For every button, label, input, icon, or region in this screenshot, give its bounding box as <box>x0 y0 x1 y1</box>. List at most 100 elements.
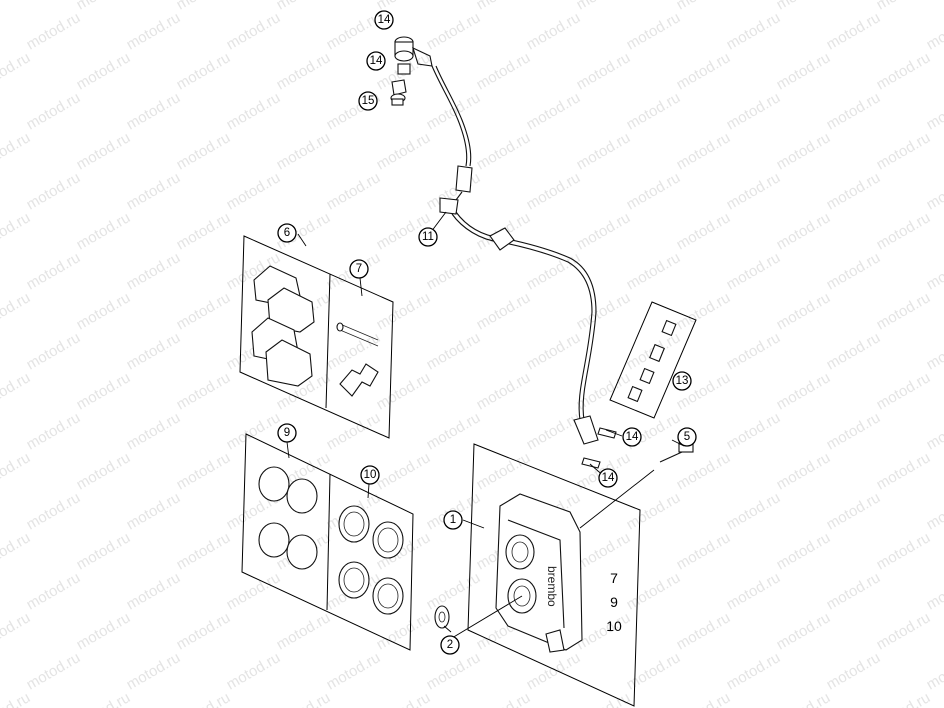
svg-text:6: 6 <box>284 227 290 239</box>
watermark-text: motod.ru <box>224 569 284 613</box>
watermark-text: motod.ru <box>574 609 634 653</box>
watermark-text: motod.ru <box>74 0 134 13</box>
watermark-text: motod.ru <box>674 529 734 573</box>
watermark-text: motod.ru <box>0 129 33 173</box>
watermark-text: motod.ru <box>124 249 184 293</box>
watermark-text: motod.ru <box>324 649 384 693</box>
watermark-text: motod.ru <box>424 329 484 373</box>
watermark-text: motod.ru <box>574 0 634 13</box>
watermark-text: motod.ru <box>874 609 934 653</box>
watermark-text: motod.ru <box>124 9 184 53</box>
watermark-text: motod.ru <box>124 329 184 373</box>
watermark-text: motod.ru <box>674 289 734 333</box>
watermark-text: motod.ru <box>24 569 84 613</box>
watermark-text: motod.ru <box>174 209 234 253</box>
watermark-text: motod.ru <box>824 649 884 693</box>
watermark-text: motod.ru <box>324 9 384 53</box>
watermark-text: motod.ru <box>0 0 33 13</box>
svg-text:14: 14 <box>602 472 615 484</box>
watermark-text: motod.ru <box>174 369 234 413</box>
watermark-text: motod.ru <box>474 49 534 93</box>
watermark-text: motod.ru <box>874 0 934 13</box>
watermark-text: motod.ru <box>24 329 84 373</box>
watermark-text: motod.ru <box>574 289 634 333</box>
watermark-text: motod.ru <box>674 129 734 173</box>
callout-6: 6 <box>277 223 297 243</box>
watermark-text: motod.ru <box>424 89 484 133</box>
callout-5: 5 <box>677 427 697 447</box>
watermark-text: motod.ru <box>74 49 134 93</box>
svg-text:14: 14 <box>626 431 639 443</box>
watermark-text: motod.ru <box>524 9 584 53</box>
watermark-text: motod.ru <box>674 689 734 708</box>
watermark-text: motod.ru <box>524 409 584 453</box>
watermark-text: motod.ru <box>0 49 33 93</box>
watermark-text: motod.ru <box>774 689 834 708</box>
watermark-text: motod.ru <box>74 689 134 708</box>
callout-14-upper-right: 14 <box>622 427 642 447</box>
watermark-text: motod.ru <box>674 49 734 93</box>
watermark-text: motod.ru <box>0 689 33 708</box>
caliper-kit-list: 7 9 10 <box>606 570 622 634</box>
watermark-text: motod.ru <box>574 209 634 253</box>
watermark-text: motod.ru <box>924 249 944 293</box>
svg-text:10: 10 <box>364 469 377 481</box>
callout-1: 1 <box>443 510 463 530</box>
watermark-text: motod.ru <box>624 649 684 693</box>
watermark-text: motod.ru <box>374 369 434 413</box>
watermark-text: motod.ru <box>424 569 484 613</box>
watermark-text: motod.ru <box>174 0 234 13</box>
watermark-text: motod.ru <box>774 609 834 653</box>
watermark-text: motod.ru <box>924 9 944 53</box>
watermark-text: motod.ru <box>774 129 834 173</box>
watermark-text: motod.ru <box>474 0 534 13</box>
watermark-text: motod.ru <box>724 649 784 693</box>
watermark-text: motod.ru <box>474 689 534 708</box>
watermark-text: motod.ru <box>24 9 84 53</box>
watermark-text: motod.ru <box>24 649 84 693</box>
watermark-text: motod.ru <box>124 169 184 213</box>
brake-hose <box>431 65 599 445</box>
watermark-text: motod.ru <box>124 489 184 533</box>
watermark-text: motod.ru <box>0 529 33 573</box>
watermark-text: motod.ru <box>624 489 684 533</box>
watermark-text: motod.ru <box>424 9 484 53</box>
watermark-text: motod.ru <box>924 89 944 133</box>
watermark-text: motod.ru <box>824 169 884 213</box>
watermark-text: motod.ru <box>574 129 634 173</box>
watermark-text: motod.ru <box>824 329 884 373</box>
watermark-text: motod.ru <box>724 569 784 613</box>
watermark-text: motod.ru <box>474 289 534 333</box>
watermark-text: motod.ru <box>74 529 134 573</box>
kit-list-item-10: 10 <box>606 618 622 634</box>
watermark-text: motod.ru <box>174 49 234 93</box>
watermark-text: motod.ru <box>924 569 944 613</box>
svg-text:15: 15 <box>362 95 375 107</box>
watermark-text: motod.ru <box>824 569 884 613</box>
watermark-text: motod.ru <box>524 169 584 213</box>
kit-list-item-7: 7 <box>610 570 618 586</box>
watermark-text: motod.ru <box>224 409 284 453</box>
watermark-text: motod.ru <box>874 209 934 253</box>
watermark-text: motod.ru <box>774 289 834 333</box>
watermark-text: motod.ru <box>724 329 784 373</box>
watermark-text: motod.ru <box>224 169 284 213</box>
caliper-brand-label: brembo <box>545 566 559 607</box>
brake-pad-kit-panel <box>239 235 394 439</box>
watermark-text: motod.ru <box>924 489 944 533</box>
watermark-text: motod.ru <box>74 449 134 493</box>
watermark-text: motod.ru <box>574 49 634 93</box>
watermark-text: motod.ru <box>624 89 684 133</box>
watermark-text: motod.ru <box>0 449 33 493</box>
watermark-text: motod.ru <box>224 9 284 53</box>
watermark-text: motod.ru <box>874 49 934 93</box>
watermark-text: motod.ru <box>174 289 234 333</box>
svg-text:1: 1 <box>450 514 456 526</box>
watermark-text: motod.ru <box>474 129 534 173</box>
watermark-text: motod.ru <box>74 289 134 333</box>
watermark-text: motod.ru <box>174 609 234 653</box>
watermark-text: motod.ru <box>24 489 84 533</box>
watermark-text: motod.ru <box>774 449 834 493</box>
watermark-text: motod.ru <box>274 0 334 13</box>
callout-10: 10 <box>360 465 380 485</box>
